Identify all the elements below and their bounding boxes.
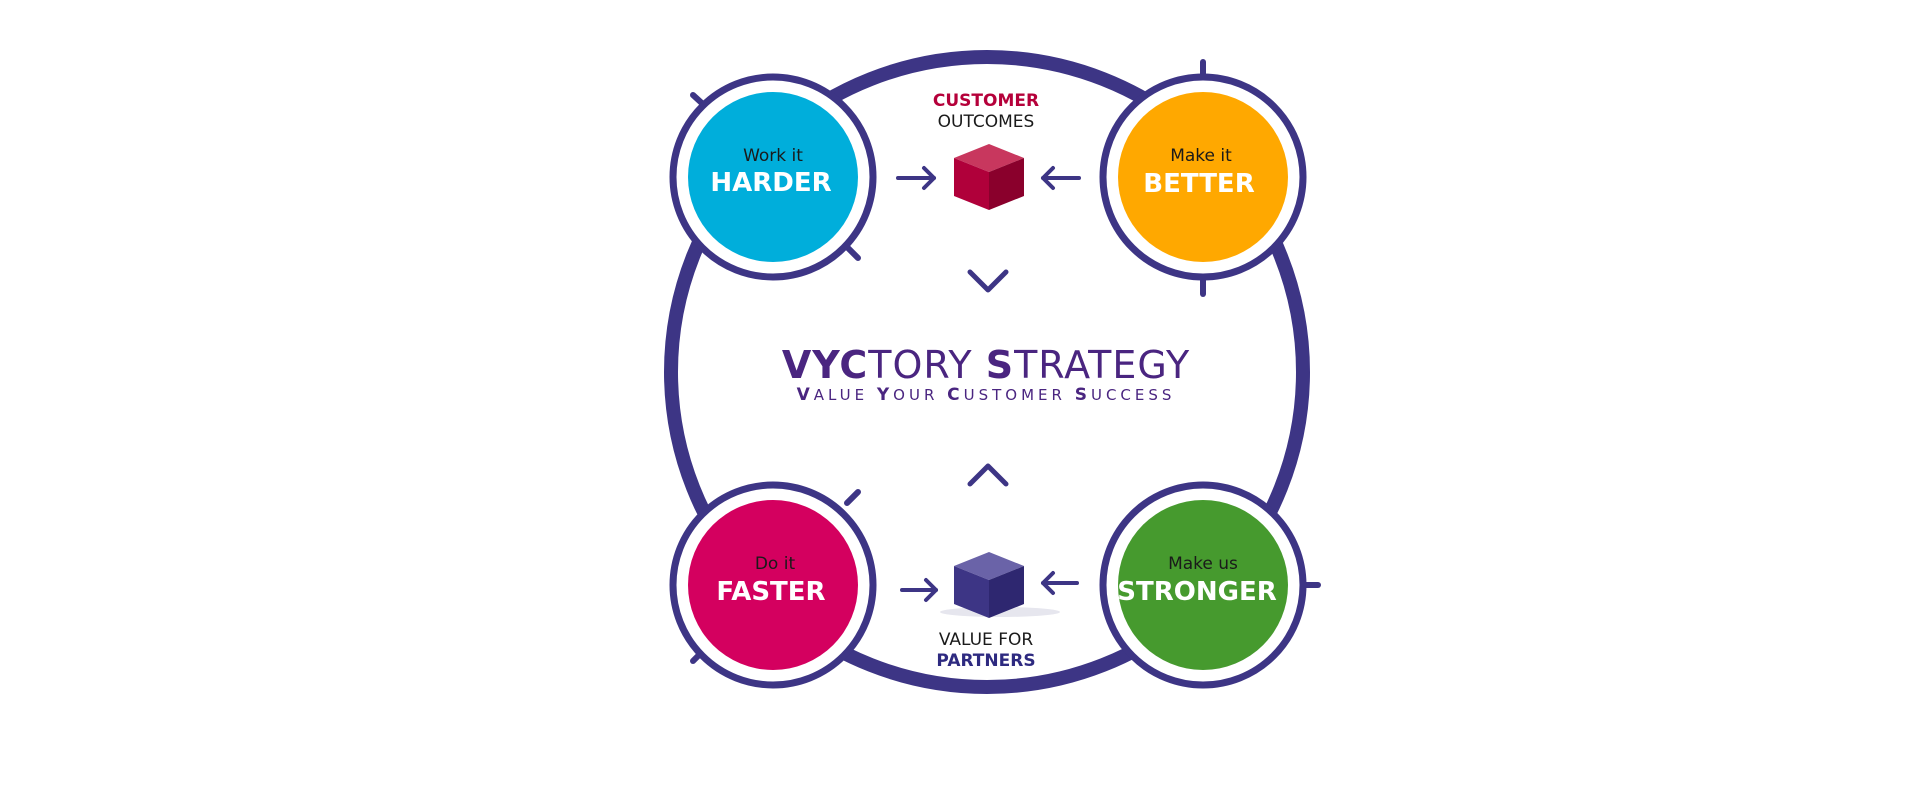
subtitle-rest-your: OUR: [893, 386, 938, 404]
circle-better-fill: [1118, 92, 1288, 262]
circle-stronger: Make us STRONGER: [1099, 481, 1307, 689]
subtitle-cap-c: C: [947, 385, 963, 405]
center-title: VYCTORY STRATEGY: [782, 343, 1190, 387]
subtitle-cap-v: V: [797, 385, 814, 405]
title-s: S: [986, 343, 1014, 387]
partners-label: PARTNERS: [936, 651, 1035, 671]
arrow-icon: [1041, 571, 1079, 595]
title-vyc: VYC: [782, 343, 868, 387]
circle-faster: Do it FASTER: [669, 481, 877, 689]
harder-small-text: Work it: [743, 146, 803, 166]
outcomes-label: OUTCOMES: [938, 112, 1035, 132]
subtitle-cap-y: Y: [876, 385, 893, 405]
faster-big-text: FASTER: [716, 577, 825, 607]
value-for-label: VALUE FOR: [939, 630, 1034, 650]
arrow-icon: [1041, 166, 1081, 190]
circle-stronger-fill: [1118, 500, 1288, 670]
circle-harder-fill: [688, 92, 858, 262]
better-small-text: Make it: [1170, 146, 1232, 166]
chevron-up-icon: [967, 463, 1009, 487]
subtitle-rest-value: ALUE: [814, 386, 868, 404]
subtitle-rest-customer: USTOMER: [964, 386, 1066, 404]
stronger-small-text: Make us: [1168, 554, 1238, 574]
title-trategy: TRATEGY: [1013, 343, 1190, 387]
stronger-big-text: STRONGER: [1117, 577, 1276, 607]
outer-ring: [664, 50, 1310, 694]
better-big-text: BETTER: [1143, 169, 1254, 199]
subtitle-rest-success: UCCESS: [1091, 386, 1175, 404]
customer-label: CUSTOMER: [933, 91, 1039, 111]
circle-harder: Work it HARDER: [669, 73, 877, 281]
circle-better: Make it BETTER: [1099, 73, 1307, 281]
chevron-down-icon: [967, 269, 1009, 293]
title-tory: TORY: [867, 343, 985, 387]
harder-big-text: HARDER: [710, 168, 831, 198]
arrow-icon: [896, 166, 936, 190]
arrow-icon: [900, 578, 938, 602]
cube-icon: [940, 552, 1060, 618]
faster-small-text: Do it: [755, 554, 796, 574]
center-subtitle: VALUE YOUR CUSTOMER SUCCESS: [797, 385, 1176, 405]
subtitle-cap-s: S: [1075, 385, 1091, 405]
circle-faster-fill: [688, 500, 858, 670]
cube-icon: [954, 144, 1024, 210]
